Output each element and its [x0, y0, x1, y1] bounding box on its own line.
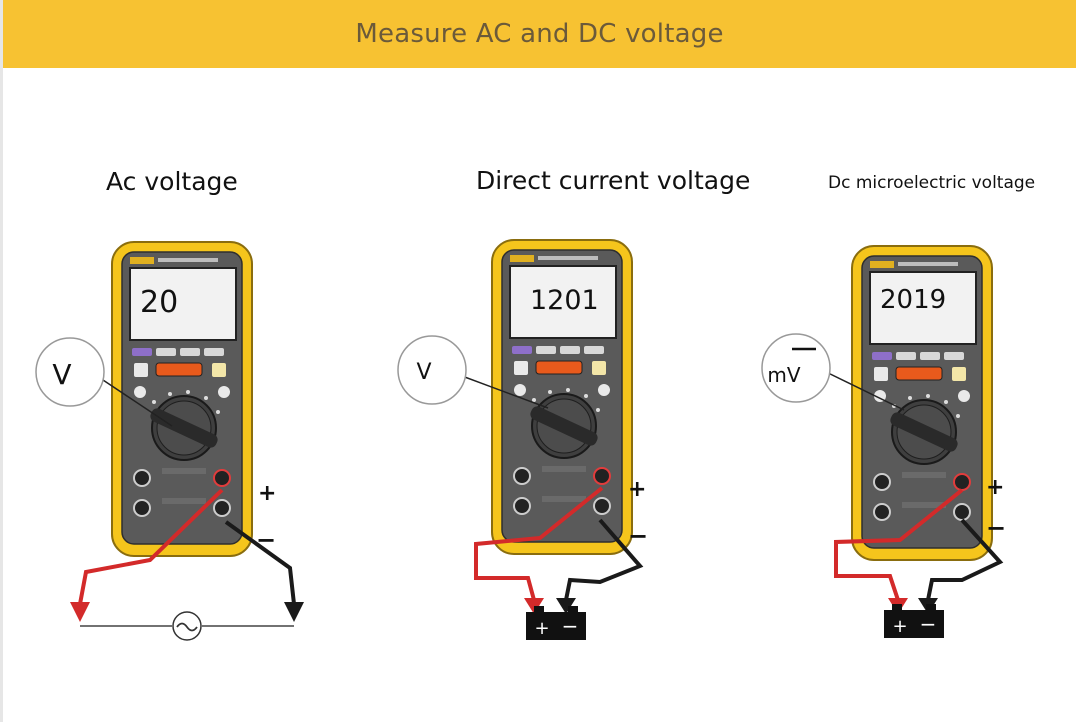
- ac-voltage-title: Ac voltage: [106, 167, 238, 196]
- plus-sign: +: [258, 481, 276, 506]
- minus-sign: −: [986, 514, 1006, 542]
- plus-sign: +: [628, 477, 646, 502]
- minus-sign: −: [628, 522, 648, 550]
- plus-sign: +: [986, 475, 1004, 500]
- multimeter-mv: 2019 mV + −: [761, 245, 1006, 638]
- red-probe-tip: [70, 602, 90, 622]
- minus-sign: −: [256, 526, 276, 554]
- dial-label-ac: V: [52, 358, 71, 391]
- dial-callout-mv: [761, 333, 831, 403]
- page-title: Measure AC and DC voltage: [355, 19, 724, 49]
- display-reading-ac: 20: [140, 285, 178, 320]
- display-reading-mv: 2019: [880, 285, 946, 315]
- display-reading-dc: 1201: [530, 285, 599, 316]
- black-probe-tip: [284, 602, 304, 622]
- battery-icon: [884, 604, 944, 638]
- dc-microvoltage-title: Dc microelectric voltage: [828, 173, 1036, 193]
- dial-callout-ac: [35, 337, 105, 407]
- left-edge: [0, 0, 3, 722]
- battery-icon: [526, 606, 586, 640]
- dial-label-mv: mV: [767, 363, 800, 387]
- black-probe-tip: [556, 598, 576, 614]
- header-banner: Measure AC and DC voltage: [3, 0, 1076, 68]
- multimeter-ac: 20 V + −: [35, 241, 304, 641]
- dial-callout-dc: [397, 335, 467, 405]
- dial-label-dc: V: [416, 360, 431, 385]
- multimeter-dc: 1201 V + −: [397, 239, 648, 640]
- dc-voltage-title: Direct current voltage: [476, 166, 751, 195]
